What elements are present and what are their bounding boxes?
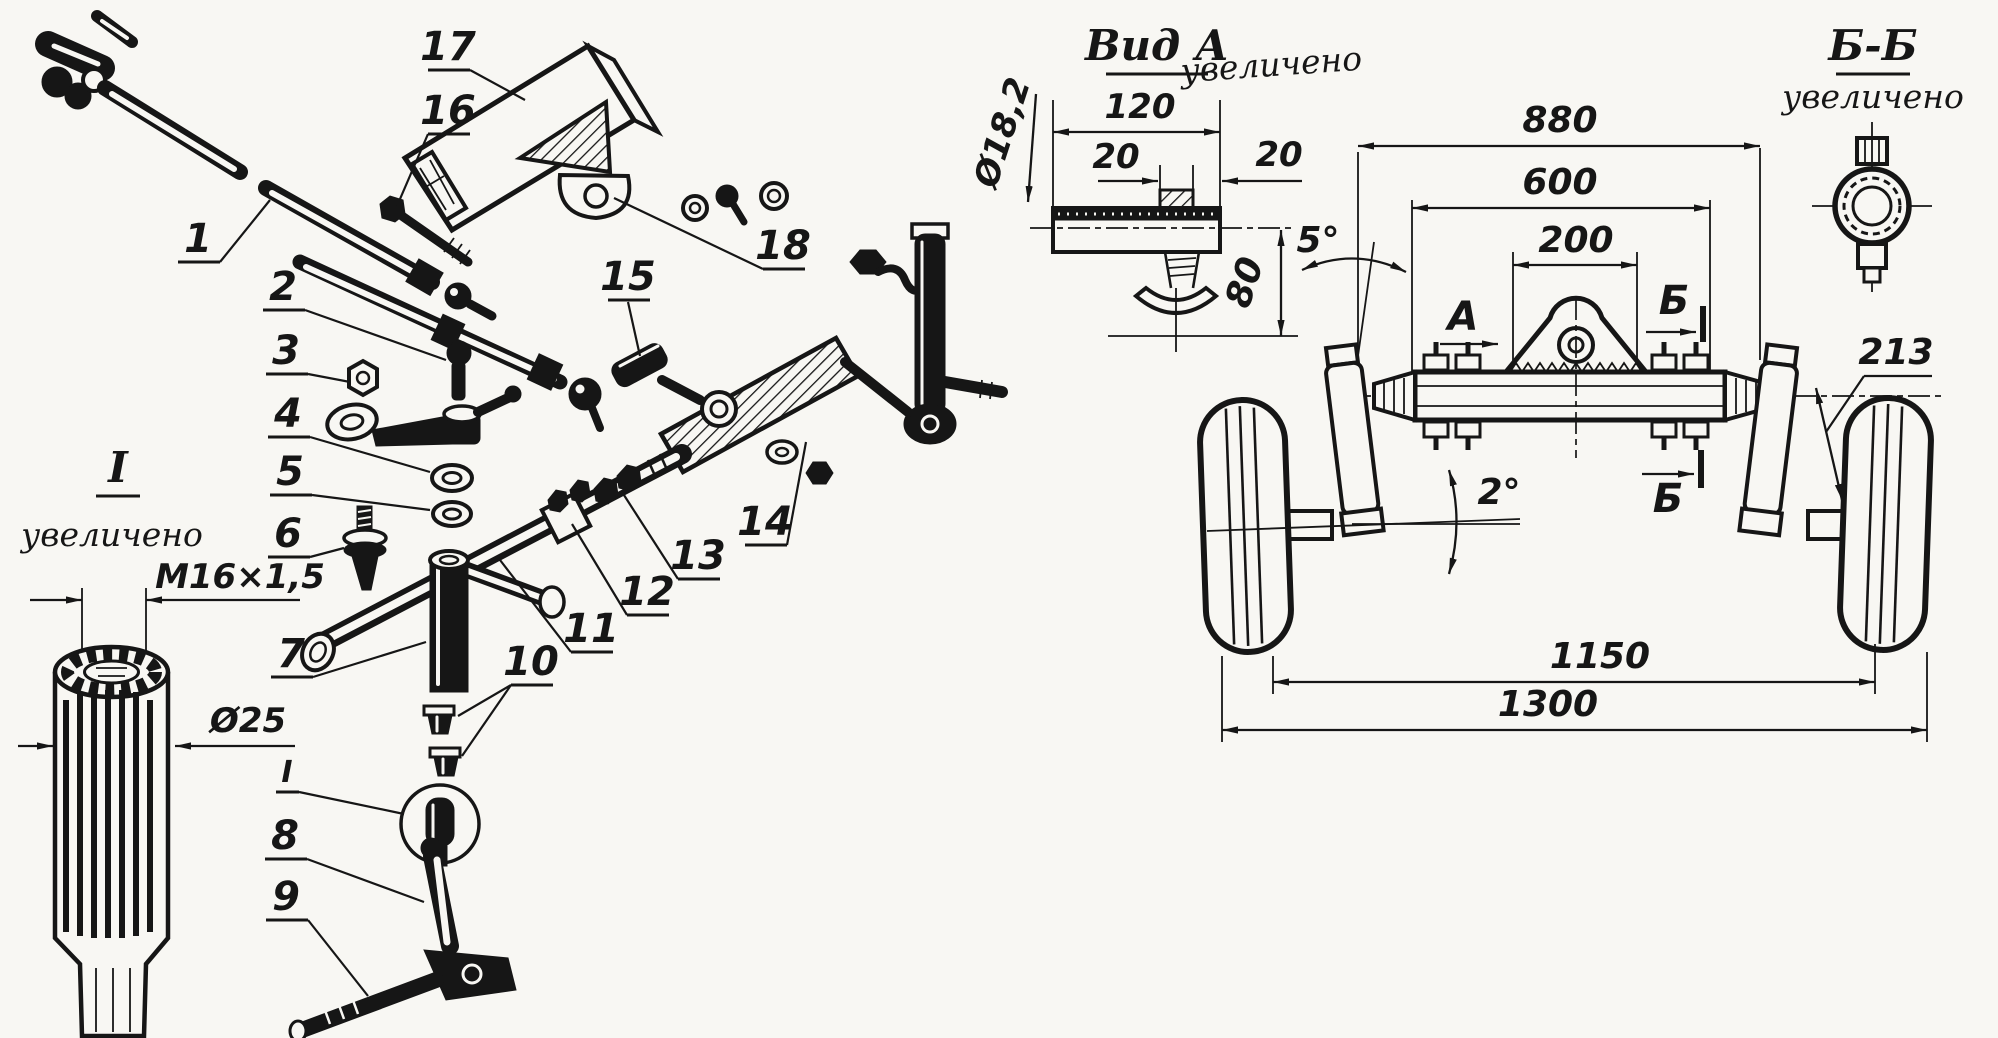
dim-80: 80 [1218, 252, 1272, 312]
detail-I-title: I [107, 443, 129, 492]
center-bracket [1500, 295, 1652, 458]
callout-1: 1 [184, 216, 212, 262]
axle-front-view: 5° 880 600 200 [1197, 100, 1944, 742]
dim-600: 600 [1522, 162, 1597, 203]
section-B-bottom-label: Б [1653, 476, 1684, 522]
dim-120: 120 [1105, 87, 1176, 127]
angle-5deg: 5° [1296, 220, 1339, 261]
fastener-column [325, 340, 522, 591]
longitudinal-link-part [300, 444, 692, 673]
callout-10: 10 [503, 639, 559, 685]
thread-dimension: M16×1,5 [155, 557, 325, 597]
diameter-dimension: Ø25 [208, 701, 286, 741]
drag-link-rod-part [258, 180, 497, 321]
section-A-label: А [1445, 294, 1479, 340]
mounting-bracket-part [379, 40, 664, 267]
callout-2: 2 [269, 264, 297, 310]
callout-17: 17 [420, 24, 476, 70]
sector-arm-part [657, 334, 913, 485]
steering-shaft-part [35, 10, 248, 180]
view-A-title: Вид А [1084, 21, 1229, 70]
callout-8: 8 [271, 813, 299, 859]
callout-4: 4 [273, 391, 302, 437]
angle-2deg: 2° [1477, 472, 1520, 513]
callout-12: 12 [619, 569, 675, 615]
callout-16: 16 [420, 88, 476, 134]
beam-clamps [1422, 342, 1710, 450]
callout-7: 7 [277, 631, 305, 677]
callout-15: 15 [600, 254, 656, 300]
clamp-sleeve-part [611, 343, 705, 405]
callout-9: 9 [272, 874, 300, 920]
callout-6: 6 [274, 511, 302, 557]
detail-I-enlarged: I увеличено M16×1,5 Ø25 [18, 443, 325, 1038]
tie-rod-part [292, 254, 604, 432]
callout-5: 5 [276, 449, 304, 495]
pitman-shaft-part [428, 549, 566, 693]
section-BB-detail: Б-Б увеличено [1780, 21, 1964, 292]
left-stub-axle [1284, 509, 1334, 541]
exploded-view: 1 2 3 4 5 6 7 8 9 10 11 12 13 [35, 10, 1008, 1038]
bushings-part [422, 704, 462, 777]
dim-20-right: 20 [1255, 135, 1302, 175]
dim-880: 880 [1522, 100, 1597, 141]
section-BB-title: Б-Б [1827, 21, 1917, 70]
callout-14: 14 [737, 499, 793, 545]
right-wheel [1837, 395, 1934, 653]
right-kingpin [1737, 342, 1800, 538]
callout-18: 18 [755, 223, 811, 269]
upright-link-part [903, 222, 1008, 445]
steering-column-part [288, 837, 517, 1038]
section-B-top-label: Б [1659, 278, 1690, 324]
dim-dia-18-2: Ø18,2 [965, 73, 1039, 195]
callout-13: 13 [670, 533, 726, 579]
callout-3: 3 [272, 328, 300, 374]
dim-213: 213 [1858, 332, 1933, 373]
left-kingpin [1323, 342, 1386, 538]
detail-I-note: увеличено [19, 515, 203, 554]
left-wheel [1197, 397, 1294, 655]
dim-200: 200 [1538, 220, 1613, 261]
callout-labels: 1 2 3 4 5 6 7 8 9 10 11 12 13 [178, 24, 811, 997]
view-A-detail: Вид А увеличено 120 20 20 Ø18,2 80 [965, 21, 1363, 352]
detail-marker-I: I [281, 755, 292, 790]
dim-20-left: 20 [1092, 137, 1139, 177]
dim-1300: 1300 [1498, 684, 1598, 725]
dim-1150: 1150 [1550, 636, 1650, 677]
callout-11: 11 [563, 606, 619, 652]
section-BB-note: увеличено [1780, 77, 1964, 116]
